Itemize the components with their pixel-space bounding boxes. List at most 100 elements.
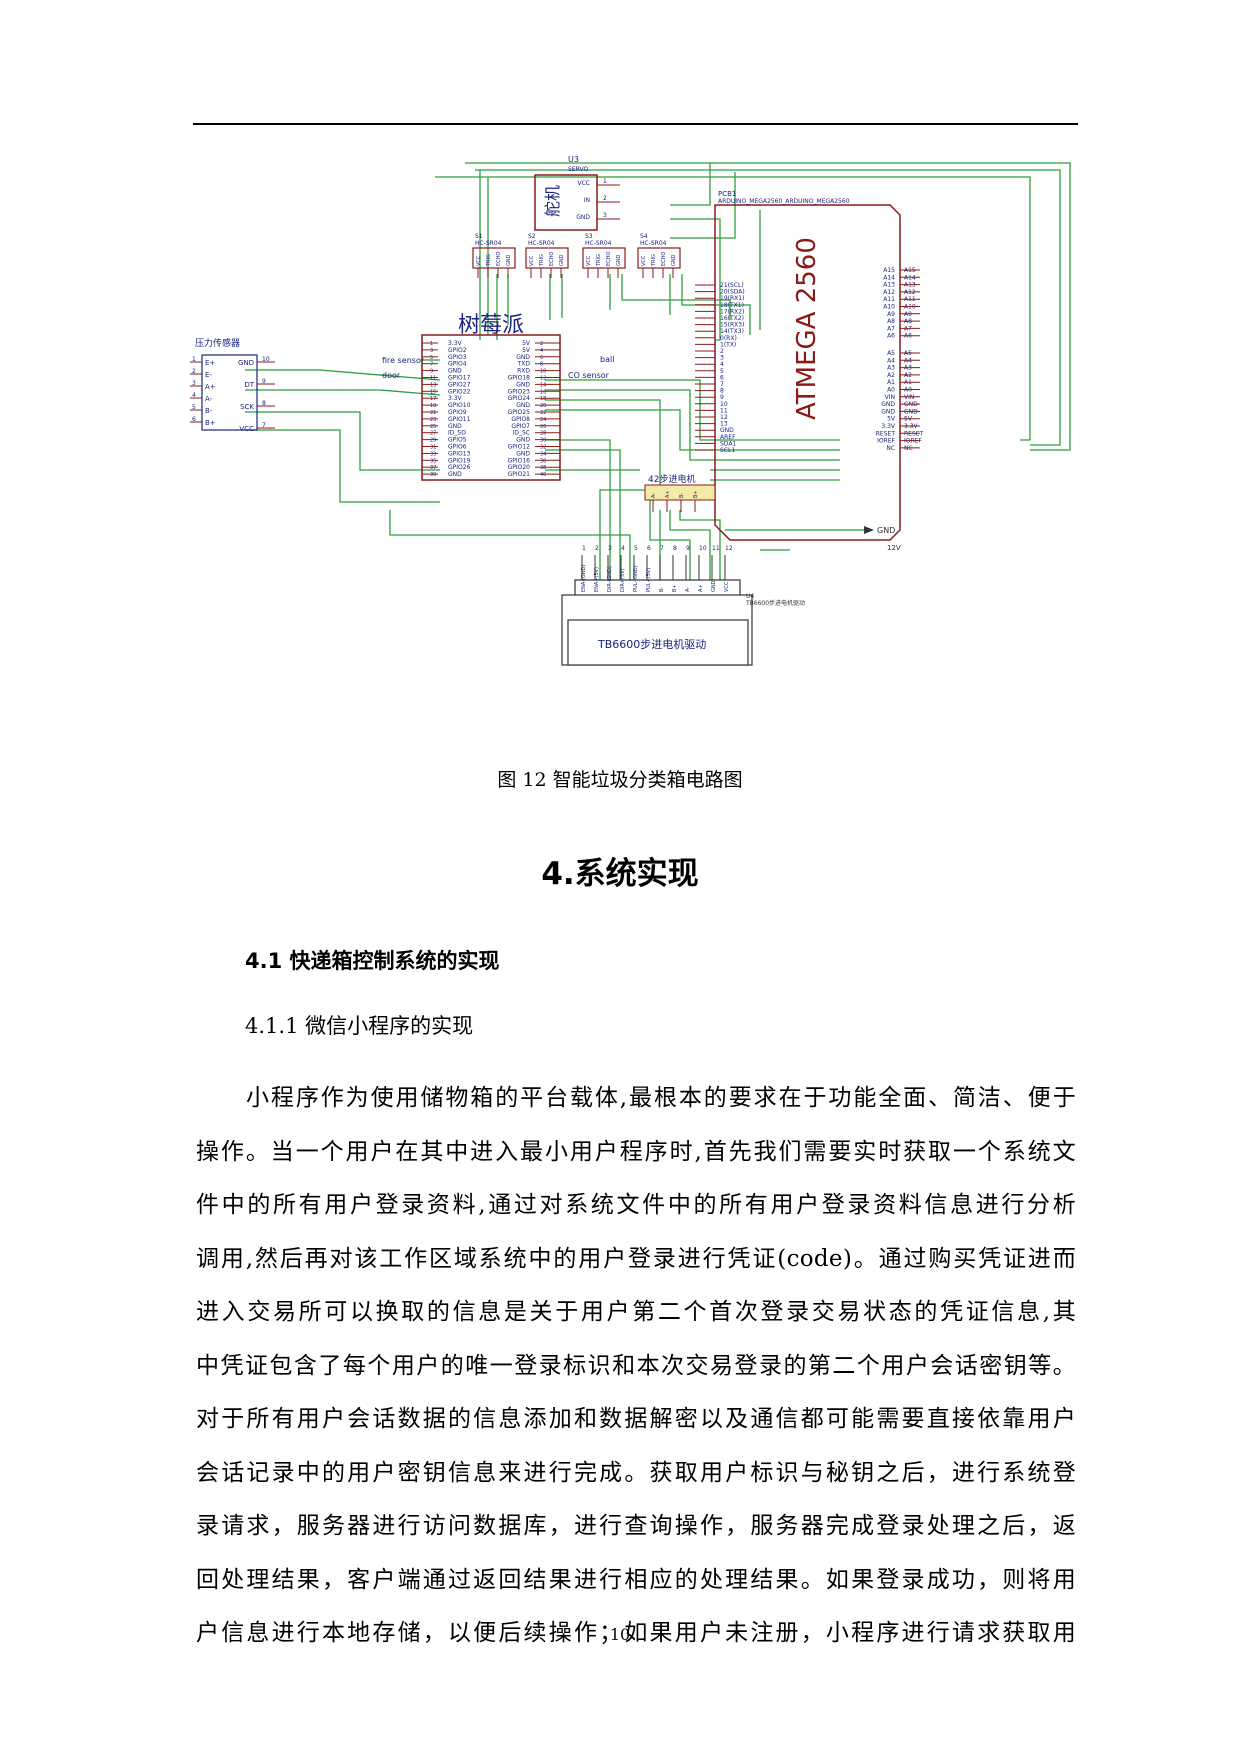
mega-right-pin-label: A13 — [883, 282, 895, 289]
arduino-mega-component: PCB1 ARDUINO_MEGA2560_ARDUINO_MEGA2560 A… — [695, 190, 924, 541]
paragraph-line: 对于所有用户会话数据的信息添加和数据解密以及通信都可能需要直接依靠用户 — [196, 1406, 1076, 1432]
pi-right-pin-label: TXD — [517, 361, 531, 368]
driver-name-label: TB6600步进电机驱动 — [597, 637, 706, 651]
pi-left-pin-label: GPIO22 — [448, 388, 471, 395]
pi-left-pin-number: 7 — [430, 362, 433, 368]
pi-left-pin-number: 37 — [430, 465, 436, 471]
pi-right-pin-label: ID_SC — [513, 430, 530, 437]
mega-right-pin-label: 5V — [887, 416, 896, 423]
mega-left-pin-label: 0(RX) — [720, 335, 737, 342]
sensor-pin-label: TRIG — [596, 254, 602, 267]
raspberry-pi-component: 树莓派 3.3V1GPIO23GPIO35GPIO47GND9GPIO1711G… — [421, 313, 561, 481]
pi-left-pin-number: 27 — [430, 431, 436, 437]
servo-pin-number: 2 — [603, 195, 607, 202]
mega-right-pin-label: A5 — [887, 350, 895, 357]
mega-left-pin-label: 16(TX2) — [720, 315, 744, 322]
mega-left-pin-label: 1(TX) — [720, 341, 736, 348]
pi-left-pin-label: GPIO6 — [448, 444, 467, 451]
page-number: 10 — [609, 1625, 631, 1644]
power-labels: GND 12V — [864, 526, 901, 552]
mega-right-pin-label: A8 — [887, 318, 895, 325]
pressure-right-pin-number: 7 — [262, 422, 266, 429]
mega-right-pin-name: A1 — [904, 379, 912, 386]
pi-left-pin-number: 39 — [430, 472, 436, 478]
pi-right-pin-number: 16 — [540, 389, 546, 395]
mega-left-pin-label: 14(TX3) — [720, 328, 744, 335]
paragraph-line: 会话记录中的用户密钥信息来进行完成。获取用户标识与秘钥之后，进行系统登 — [196, 1459, 1076, 1486]
driver-pin-number: 2 — [595, 545, 599, 552]
pi-right-pin-label: GPIO24 — [508, 395, 531, 402]
pi-right-pin-label: 5V — [522, 340, 531, 347]
figure-caption: 图 12 智能垃圾分类箱电路图 — [497, 769, 743, 791]
servo-pin-label: VCC — [578, 180, 590, 187]
pi-right-pin-label: GPIO18 — [508, 375, 531, 382]
driver-pin-label: PUL+(5V) — [646, 568, 652, 592]
mega-left-pin-label: SDA1 — [720, 440, 736, 447]
servo-pin-number: 1 — [603, 178, 607, 185]
mega-left-pin-label: 13 — [720, 421, 728, 428]
pi-left-pin-label: GPIO13 — [448, 450, 471, 457]
subsubsection-title: 4.1.1 微信小程序的实现 — [245, 1014, 474, 1038]
driver-pin-label: A+ — [698, 584, 704, 592]
header-rule — [193, 123, 1078, 125]
mega-left-pin-label: GND — [720, 427, 734, 434]
sensor-ref-label: S2 — [528, 233, 536, 240]
wires — [245, 162, 1071, 580]
pressure-right-pin-label: GND — [238, 359, 254, 367]
driver-pin-number: 1 — [582, 545, 586, 552]
pi-left-pin-number: 21 — [430, 410, 436, 416]
mega-right-pin-label: A10 — [883, 304, 895, 311]
pressure-left-pin-number: 1 — [192, 356, 196, 363]
paragraph-line: 调用,然后再对该工作区域系统中的用户登录进行凭证(code)。通过购买凭证进而 — [196, 1245, 1076, 1272]
paragraph-line: 户信息进行本地存储，以便后续操作；如果用户未注册，小程序进行请求获取用 — [196, 1620, 1076, 1646]
mega-right-pin-label: A6 — [887, 333, 895, 340]
sensor-model-label: HC-SR04 — [528, 240, 555, 247]
pressure-right-pin-label: SCK — [240, 403, 254, 411]
pi-right-pin-number: 10 — [540, 369, 546, 375]
pi-left-pin-label: GND — [448, 423, 462, 430]
body-paragraph: 小程序作为使用储物箱的平台载体,最根本的要求在于功能全面、简洁、便于 操作。当一… — [196, 1072, 1076, 1661]
paragraph-line: 小程序作为使用储物箱的平台载体,最根本的要求在于功能全面、简洁、便于 — [246, 1085, 1076, 1111]
stepper-pin-label: A+ — [665, 490, 671, 498]
pi-right-pin-number: 28 — [540, 431, 546, 437]
paragraph-line: 操作。当一个用户在其中进入最小用户程序时,首先我们需要实时获取一个系统文 — [196, 1138, 1076, 1165]
ultrasonic-sensor-body — [472, 247, 516, 269]
driver-pin-label: ENA-(GND) — [581, 565, 587, 592]
driver-pin-number: 12 — [725, 545, 733, 552]
ultrasonic-sensor-body — [525, 247, 569, 269]
mega-chip-label: ATMEGA 2560 — [792, 237, 822, 420]
paragraph-line: 进入交易所可以换取的信息是关于用户第二个首次登录交易状态的凭证信息,其 — [196, 1299, 1076, 1325]
pi-left-pin-number: 9 — [430, 369, 433, 375]
driver-pin-label: B- — [659, 587, 665, 592]
pi-right-pin-number: 24 — [540, 417, 546, 423]
pi-left-pin-number: 25 — [430, 424, 436, 430]
pi-left-pin-label: GPIO26 — [448, 464, 471, 471]
pi-right-pin-label: GPIO8 — [511, 416, 530, 423]
mega-left-pin-label: 11 — [720, 407, 728, 414]
driver-pin-number: 6 — [647, 545, 651, 552]
pi-left-pin-label: ID_SD — [448, 430, 466, 437]
pi-left-pin-number: 15 — [430, 389, 436, 395]
pressure-left-pin-label: A- — [205, 395, 213, 403]
mega-left-pin-label: 19(RX1) — [720, 295, 744, 302]
sensor-ref-label: S1 — [475, 233, 483, 240]
pi-left-pin-number: 29 — [430, 438, 436, 444]
pi-right-pin-label: GPIO23 — [508, 388, 531, 395]
servo-model-label: SERVO — [568, 166, 588, 173]
mega-left-pin-label: 17(RX2) — [720, 308, 744, 315]
mega-left-pin-label: 4 — [720, 361, 724, 368]
sensor-pin-label: GND — [506, 254, 512, 266]
driver-pin-label: VCC — [724, 581, 730, 592]
mega-right-pin-label: A9 — [887, 311, 895, 318]
pi-right-pin-number: 38 — [540, 465, 546, 471]
sensor-pin-label: GND — [559, 254, 565, 266]
pi-left-pin-number: 1 — [430, 341, 433, 347]
tb6600-driver-component: TB6600步进电机驱动 U4 TB6600步进电机驱动 1ENA-(GND)2… — [561, 545, 805, 666]
mega-right-pin-label: 3.3V — [881, 423, 896, 430]
paragraph-line: 件中的所有用户登录资料,通过对系统文件中的所有用户登录资料信息进行分析 — [196, 1192, 1076, 1218]
pi-left-pin-label: GPIO4 — [448, 361, 467, 368]
sensor-pin-label: VCC — [641, 255, 647, 266]
